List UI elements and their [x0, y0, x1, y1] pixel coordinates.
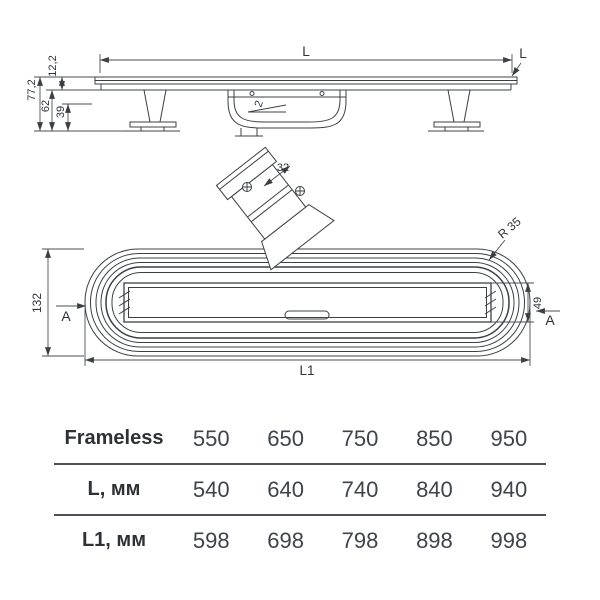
- support-foot-left: [124, 89, 180, 132]
- table-cell: 640: [267, 476, 304, 502]
- table-cell: 850: [416, 425, 453, 451]
- outlet-pipe: [215, 146, 335, 271]
- dim-label-channel-width: 49: [532, 297, 544, 309]
- section-label-left: A: [61, 308, 71, 324]
- dim-label-radius: R 35: [495, 214, 524, 241]
- section-label-right: A: [545, 312, 555, 328]
- slope-indicator: [247, 104, 287, 113]
- flange-outline-3: [95, 257, 520, 348]
- row-header-l1: L1, мм: [81, 529, 147, 551]
- row-header-frameless: Frameless: [64, 427, 164, 449]
- table-cell: 740: [341, 476, 379, 502]
- section-hatch-left: [118, 290, 131, 315]
- plan-view: [84, 248, 531, 357]
- table-cell: 750: [341, 425, 379, 451]
- plan-view-dimensions: [42, 165, 560, 366]
- flange-outline-1: [84, 248, 531, 357]
- table-cell: 540: [192, 476, 230, 502]
- dim-label-pipe: 32: [277, 162, 289, 174]
- table-cell: 998: [490, 527, 528, 553]
- size-table: Frameless 550 650 750 850 950 L, мм 540 …: [54, 414, 546, 565]
- dim-label-slope: 2: [252, 99, 265, 109]
- drain-slot: [284, 310, 330, 320]
- pipe-coupling: [215, 146, 278, 201]
- flange-outline-4: [100, 262, 515, 343]
- section-hatch-right: [484, 290, 497, 315]
- leader-R35: [488, 239, 506, 261]
- row-header-l: L, мм: [87, 478, 141, 500]
- table-cell: 698: [267, 527, 304, 553]
- dim-label-height-body: 62: [40, 100, 52, 112]
- support-foot-right: [428, 89, 484, 132]
- siphon-trap: [227, 90, 347, 137]
- clamp-screws: [242, 182, 305, 196]
- dim-label-grate-height: 12,2: [47, 55, 59, 76]
- channel-opening-inner: [128, 287, 487, 318]
- dim-label-length-right: L: [519, 46, 527, 61]
- dim-label-length: L: [302, 44, 310, 59]
- dim-label-height-trap: 39: [55, 106, 67, 118]
- table-cell: 840: [416, 476, 453, 502]
- table-cell: 650: [267, 425, 304, 451]
- table-row: L, мм 540 640 740 840 940: [54, 465, 546, 516]
- table-cell: 798: [341, 527, 379, 553]
- channel-opening: [123, 282, 492, 323]
- frame-edge: [105, 266, 510, 339]
- leader-L-right: [511, 62, 522, 77]
- table-row: L1, мм 598 698 798 898 998: [54, 516, 546, 565]
- table-cell: 550: [192, 425, 230, 451]
- flange-outline-5: [111, 272, 504, 333]
- dim-label-width: 132: [30, 293, 44, 313]
- drain-technical-drawing: L L 12,2 77,2 62 39 2 32 R 35 132 49 A A…: [26, 44, 560, 378]
- pipe-bell: [260, 204, 335, 271]
- dim-line-32: [263, 165, 291, 187]
- table-cell: 598: [192, 527, 230, 553]
- side-view: [94, 76, 518, 137]
- dim-label-height-total: 77,2: [26, 79, 38, 100]
- table-row: Frameless 550 650 750 850 950: [54, 414, 546, 465]
- flange-outline-2: [90, 253, 525, 352]
- table-cell: 898: [416, 527, 453, 553]
- dim-label-length-total: L1: [299, 363, 314, 378]
- side-view-dimensions: [34, 54, 522, 132]
- table-cell: 950: [490, 425, 528, 451]
- table-cell: 940: [490, 476, 528, 502]
